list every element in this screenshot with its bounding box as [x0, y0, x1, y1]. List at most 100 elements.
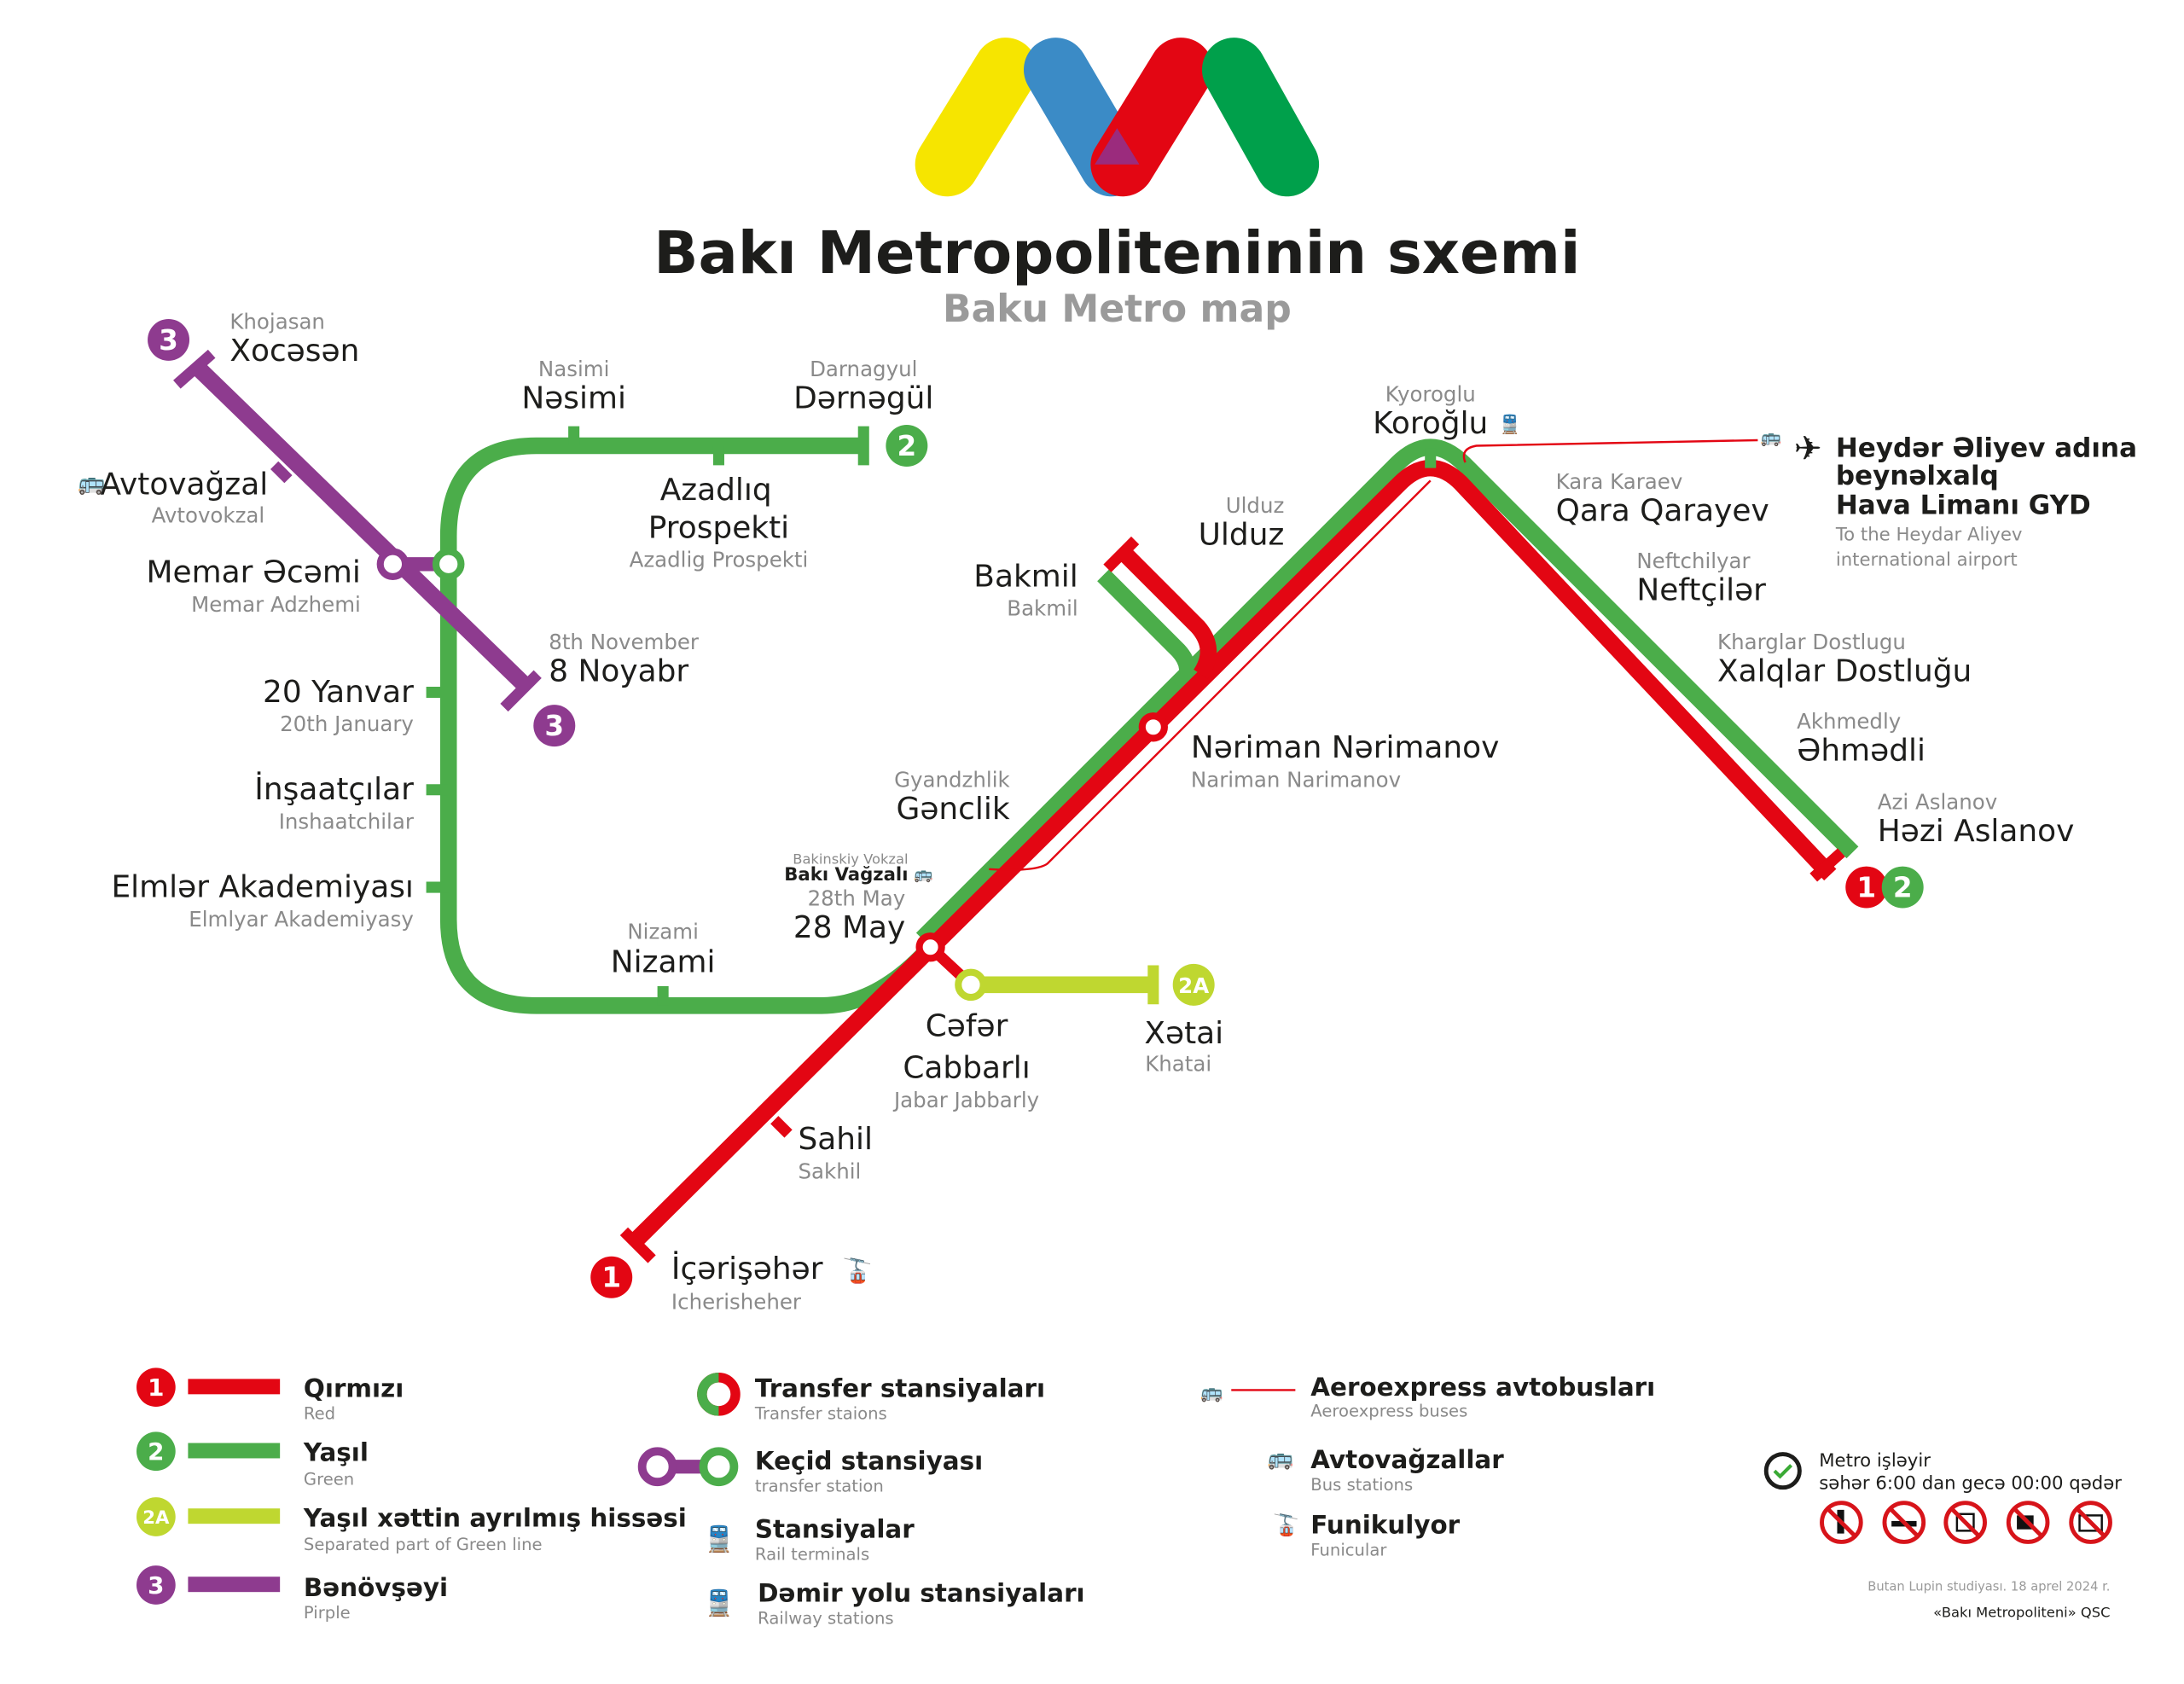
svg-text:Yaşıl xəttin ayrılmış hissəsi: Yaşıl xəttin ayrılmış hissəsi	[303, 1503, 687, 1532]
svg-text:Funikulyor: Funikulyor	[1310, 1511, 1460, 1540]
station-neftciler[interactable]: Neftçilər	[1636, 573, 1766, 608]
svg-text:Transfer staions: Transfer staions	[754, 1404, 887, 1424]
rail-terminal-icon: 🚆	[703, 1524, 735, 1553]
station-nizami[interactable]: Nizami	[611, 945, 716, 980]
station-nesimi[interactable]: Nəsimi	[521, 380, 626, 415]
svg-text:Sakhil: Sakhil	[799, 1158, 862, 1183]
station-sahil[interactable]: Sahil	[799, 1122, 874, 1157]
funicular-icon: 🚡	[1273, 1513, 1298, 1537]
svg-text:1: 1	[148, 1373, 164, 1402]
station-28-may[interactable]: 28 May	[793, 910, 905, 945]
svg-text:Aeroexpress avtobusları: Aeroexpress avtobusları	[1310, 1373, 1655, 1402]
bus-station-icon: 🚌	[1268, 1446, 1293, 1471]
funicular-icon: 🚡	[843, 1257, 873, 1285]
station-dernegul[interactable]: Dərnəgül	[793, 380, 933, 415]
svg-text:Pirple: Pirple	[304, 1603, 351, 1623]
purple-line	[189, 358, 536, 696]
station-avtovagzal[interactable]: Avtovağzal	[101, 467, 269, 502]
28-may-transfer[interactable]	[915, 932, 945, 962]
terminal-ticks	[173, 349, 1845, 1263]
station-xetai[interactable]: Xətai	[1144, 1016, 1223, 1051]
station-hezi-aslanov[interactable]: Həzi Aslanov	[1878, 814, 2075, 849]
station-azadliq[interactable]: Azadlıq	[660, 473, 772, 508]
svg-text:Memar Adzhemi: Memar Adzhemi	[191, 592, 361, 617]
svg-text:Akhmedly: Akhmedly	[1797, 709, 1901, 734]
svg-text:Inshaatchilar: Inshaatchilar	[279, 809, 415, 833]
memar-ecemi-green[interactable]	[432, 548, 465, 581]
svg-text:transfer station: transfer station	[755, 1477, 884, 1496]
svg-text:Avtovağzallar: Avtovağzallar	[1310, 1445, 1504, 1474]
station-20-yanvar[interactable]: 20 Yanvar	[263, 675, 414, 710]
svg-text:2A: 2A	[1178, 973, 1209, 998]
svg-text:Nariman Narimanov: Nariman Narimanov	[1191, 768, 1401, 793]
svg-text:Bakmil: Bakmil	[1007, 596, 1077, 621]
svg-text:Ulduz: Ulduz	[1226, 493, 1285, 518]
red-line-bakmil	[1119, 548, 1217, 679]
svg-text:Bakinskiy Vokzal: Bakinskiy Vokzal	[793, 851, 908, 867]
svg-text:Khatai: Khatai	[1145, 1052, 1211, 1077]
svg-text:Azi Aslanov: Azi Aslanov	[1878, 790, 1997, 815]
rail-station-baki-vagzali[interactable]: Bakı Vağzalı	[784, 864, 908, 886]
map-subtitle: Baku Metro map	[943, 287, 1292, 331]
svg-text:Qırmızı: Qırmızı	[304, 1374, 404, 1403]
station-ehmedli[interactable]: Əhmədli	[1797, 733, 1926, 768]
svg-text:Red: Red	[304, 1404, 335, 1424]
station-genclik[interactable]: Gənclik	[897, 792, 1010, 827]
svg-text:2: 2	[897, 430, 916, 462]
svg-text:Kara Karaev: Kara Karaev	[1556, 469, 1683, 494]
svg-text:international airport: international airport	[1836, 549, 2018, 571]
svg-text:Heydər Əliyev adına: Heydər Əliyev adına	[1836, 433, 2137, 464]
svg-text:Kharglar Dostlugu: Kharglar Dostlugu	[1717, 630, 1906, 654]
svg-text:Bus stations: Bus stations	[1310, 1475, 1413, 1495]
nariman-transfer[interactable]	[1138, 712, 1168, 742]
svg-text:Transfer stansiyaları: Transfer stansiyaları	[755, 1374, 1045, 1403]
station-8-noyabr[interactable]: 8 Noyabr	[549, 653, 688, 688]
svg-text:2A: 2A	[142, 1507, 170, 1529]
station-bakmil[interactable]: Bakmil	[973, 559, 1077, 594]
green-line-main	[915, 438, 1859, 945]
station-xalqlar-dostlugu[interactable]: Xalqlar Dostluğu	[1717, 653, 1972, 688]
svg-text:2: 2	[148, 1437, 164, 1466]
no-photo-icon	[2069, 1501, 2112, 1544]
svg-text:Kyoroglu: Kyoroglu	[1385, 381, 1476, 406]
line-badges: 3 3 2 2A 1 1 2	[148, 318, 1924, 1298]
station-memar-ecemi[interactable]: Memar Əcəmi	[147, 555, 361, 590]
svg-text:Cabbarlı: Cabbarlı	[903, 1051, 1030, 1086]
station-elmler-akademiyasi[interactable]: Elmlər Akademiyası	[112, 869, 414, 904]
railway-station-icon: 🚆	[703, 1588, 735, 1617]
svg-text:28th May: 28th May	[808, 886, 906, 910]
credit-text: Butan Lupin studiyası. 18 aprel 2024 r.	[1867, 1580, 2110, 1594]
station-ulduz[interactable]: Ulduz	[1199, 517, 1285, 552]
station-nariman-narimanov[interactable]: Nəriman Nərimanov	[1191, 730, 1499, 765]
svg-text:Avtovokzal: Avtovokzal	[152, 502, 265, 527]
no-alcohol-icon	[1820, 1501, 1863, 1544]
svg-text:Jabar Jabbarly: Jabar Jabbarly	[892, 1088, 1039, 1112]
station-cefer-cabbarli[interactable]: Cəfər	[926, 1009, 1008, 1044]
svg-text:Yaşıl: Yaşıl	[303, 1438, 369, 1467]
aeroexpress-route	[989, 438, 1758, 871]
airplane-icon: ✈	[1794, 430, 1822, 468]
station-qara-qarayev[interactable]: Qara Qarayev	[1556, 494, 1769, 529]
station-insaatcilar[interactable]: İnşaatçılar	[254, 771, 414, 807]
airport-label: 🚌 ✈ Heydər Əliyev adına beynəlxalq Hava …	[1761, 427, 2137, 571]
svg-text:Hava Limanı GYD: Hava Limanı GYD	[1836, 491, 2091, 521]
svg-text:To the Heydar Aliyev: To the Heydar Aliyev	[1835, 525, 2023, 546]
svg-text:Azadlig Prospekti: Azadlig Prospekti	[630, 548, 809, 572]
svg-text:Separated part of Green line: Separated part of Green line	[304, 1535, 543, 1554]
station-icherisheher[interactable]: İçərişəhər	[671, 1251, 823, 1286]
no-smoking-icon	[1882, 1501, 1926, 1544]
owner-text: «Bakı Metropoliteni» QSC	[1933, 1605, 2110, 1621]
cefer-cabbarli-transfer[interactable]	[955, 968, 987, 1002]
svg-text:beynəlxalq: beynəlxalq	[1836, 461, 1999, 491]
svg-text:1: 1	[601, 1262, 621, 1294]
station-koroglu[interactable]: Koroğlu	[1373, 406, 1488, 441]
operating-hours: Metro işləyir səhər 6:00 dan gecə 00:00 …	[1763, 1450, 2122, 1494]
memar-ecemi-transfer[interactable]	[376, 548, 410, 581]
station-xocesen[interactable]: Xocəsən	[229, 334, 359, 369]
railway-station-icon: 🚆	[1499, 414, 1521, 436]
svg-text:Bənövşəyi: Bənövşəyi	[304, 1573, 448, 1602]
green-line-bakmil	[1097, 569, 1196, 694]
svg-text:Railway stations: Railway stations	[758, 1609, 893, 1629]
